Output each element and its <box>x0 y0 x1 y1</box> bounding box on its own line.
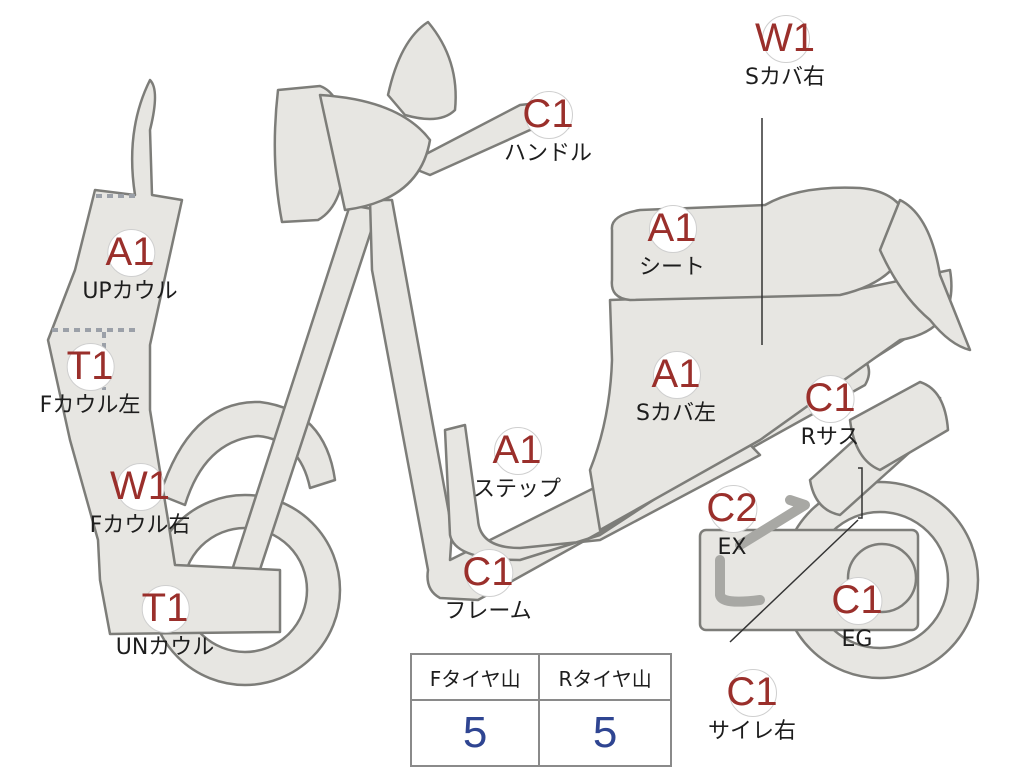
label-handle: C1 ハンドル <box>504 94 592 166</box>
code-side-right: C1 <box>726 670 778 714</box>
name-step: ステップ <box>472 477 562 502</box>
label-f-cowl-left: T1 Fカウル左 <box>40 346 141 418</box>
code-handle: C1 <box>522 92 574 136</box>
leader-side-right <box>729 519 859 643</box>
windscreen <box>386 20 457 121</box>
code-seat: A1 <box>647 206 697 250</box>
value-rear-tire: 5 <box>538 699 672 767</box>
tail-cowl <box>878 198 972 352</box>
code-f-cowl-left: T1 <box>66 344 114 388</box>
body-side-cover <box>588 268 953 532</box>
code-r-sus: C1 <box>804 376 856 420</box>
name-up-cowl: UPカウル <box>82 279 178 304</box>
name-r-sus: Rサス <box>800 425 860 450</box>
muffler <box>848 380 950 472</box>
label-ex: C2 EX <box>706 488 757 560</box>
name-side-right: サイレ右 <box>707 719 797 744</box>
name-eg: EG <box>841 627 873 652</box>
code-ex: C2 <box>706 486 758 530</box>
label-f-cowl-right: W1 Fカウル右 <box>90 466 191 538</box>
value-front-tire: 5 <box>409 699 541 767</box>
leader-r-sus <box>858 467 863 519</box>
label-s-cover-left: A1 Sカバ左 <box>636 354 716 426</box>
label-s-cover-right: W1 Sカバ右 <box>745 18 825 90</box>
label-step: A1 ステップ <box>473 430 561 502</box>
front-cowl <box>46 78 282 636</box>
label-frame: C1 フレーム <box>444 552 531 624</box>
name-frame: フレーム <box>444 599 532 624</box>
header-front-tire: Fタイヤ山 <box>409 653 541 701</box>
code-un-cowl: T1 <box>141 586 189 630</box>
code-step: A1 <box>492 428 542 472</box>
label-eg: C1 EG <box>831 580 882 652</box>
header-rear-tire: Rタイヤ山 <box>538 653 672 701</box>
code-f-cowl-right: W1 <box>110 464 170 508</box>
name-f-cowl-right: Fカウル右 <box>89 513 191 538</box>
label-side-right: C1 サイレ右 <box>708 672 796 744</box>
label-un-cowl: T1 UNカウル <box>116 588 215 660</box>
code-frame: C1 <box>462 550 514 594</box>
name-un-cowl: UNカウル <box>115 635 215 660</box>
label-seat: A1 シート <box>639 208 705 280</box>
name-seat: シート <box>638 255 706 280</box>
label-r-sus: C1 Rサス <box>801 378 860 450</box>
code-s-cover-right: W1 <box>755 16 815 60</box>
name-handle: ハンドル <box>503 141 593 166</box>
exhaust-pipe <box>715 495 810 607</box>
name-ex: EX <box>717 535 747 560</box>
tire-tread-table: Fタイヤ山 Rタイヤ山 5 5 <box>409 653 672 767</box>
code-up-cowl: A1 <box>105 230 155 274</box>
name-s-cover-right: Sカバ右 <box>745 65 825 90</box>
code-s-cover-left: A1 <box>651 352 701 396</box>
name-s-cover-left: Sカバ左 <box>636 401 716 426</box>
label-up-cowl: A1 UPカウル <box>82 232 177 304</box>
code-eg: C1 <box>831 578 883 622</box>
name-f-cowl-left: Fカウル左 <box>39 393 141 418</box>
